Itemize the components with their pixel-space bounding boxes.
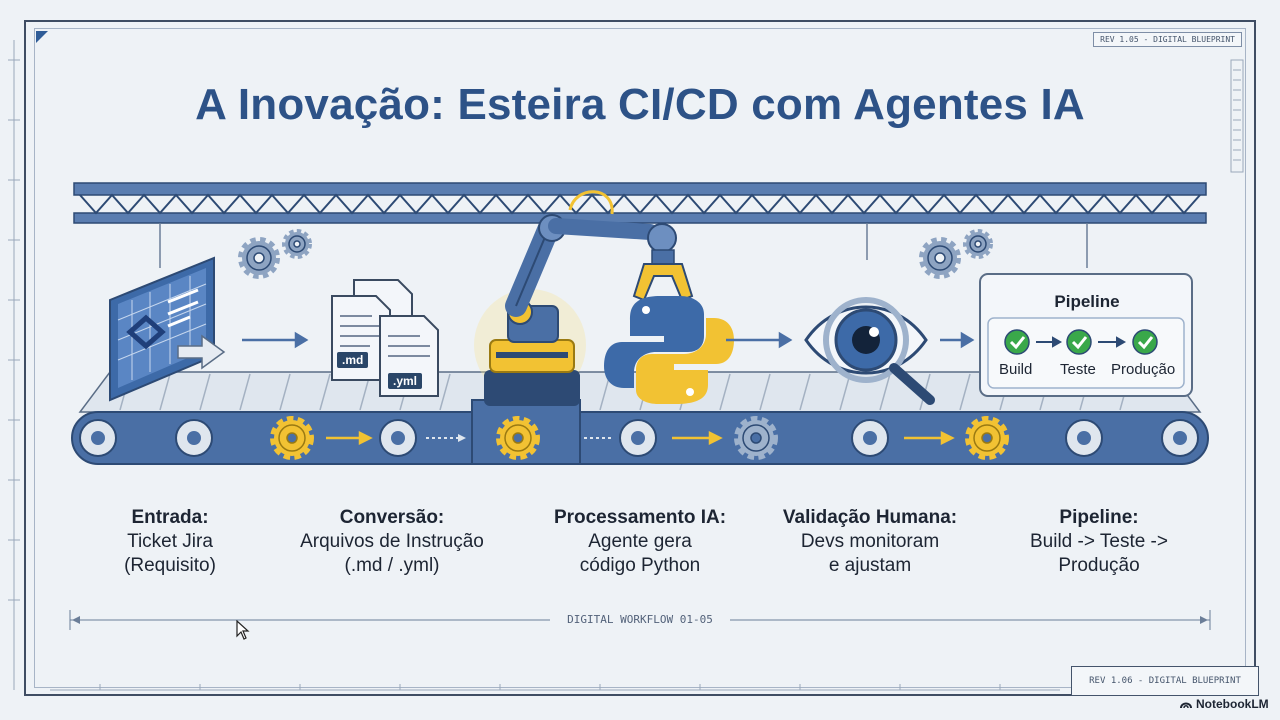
outer-frame <box>24 20 1256 696</box>
dotted-arrow <box>426 434 612 442</box>
stage-heading: Pipeline: <box>1059 507 1139 528</box>
stage-processamento: Processamento IA: Agente gera código Pyt… <box>525 506 755 578</box>
python-icon <box>604 296 734 404</box>
brand-badge: NotebookLM <box>1180 697 1269 711</box>
magnifier-icon <box>823 297 935 405</box>
gear-icon <box>919 229 993 279</box>
stage-validacao: Validação Humana: Devs monitoram e ajust… <box>755 506 985 578</box>
stage-heading: Validação Humana: <box>782 507 958 528</box>
stage-conversao: Conversão: Arquivos de Instrução (.md / … <box>277 506 507 578</box>
gear-icon <box>965 416 1009 460</box>
stage-pipeline: Pipeline: Build -> Teste -> Produção <box>984 506 1214 578</box>
ruler-bottom <box>50 684 1060 691</box>
stage-line: Ticket Jira <box>127 531 213 552</box>
stage-heading: Processamento IA: <box>553 507 727 528</box>
gear-icon <box>270 416 314 460</box>
pipeline-card <box>979 273 1193 397</box>
inner-frame <box>34 28 1246 688</box>
ruler-left <box>8 40 20 690</box>
stage-line: Produção <box>1058 555 1140 576</box>
stage-line: Build -> Teste -> <box>1029 531 1168 552</box>
md-file-tag: .md <box>337 352 369 368</box>
conveyor-belt <box>71 371 1209 465</box>
document-icon <box>331 279 439 397</box>
pipeline-step-teste: Teste <box>1060 361 1096 378</box>
arrow-right-icon <box>326 430 955 446</box>
stage-line: e ajustam <box>828 555 912 576</box>
pipeline-step-producao: Produção <box>1111 361 1176 378</box>
overhead-truss <box>73 182 1207 268</box>
stage-heading: Entrada: <box>131 507 209 528</box>
notebooklm-logo-icon <box>1180 702 1192 709</box>
revision-stamp-top: REV 1.05 - DIGITAL BLUEPRINT <box>1093 32 1242 47</box>
revision-stamp-bottom: REV 1.06 - DIGITAL BLUEPRINT <box>1071 666 1259 696</box>
stage-line: Arquivos de Instrução <box>300 531 484 552</box>
stage-line: Agente gera <box>588 531 692 552</box>
stage-line: (Requisito) <box>124 555 216 576</box>
check-icon <box>1132 329 1158 355</box>
check-icon <box>1066 329 1092 355</box>
stage-heading: Conversão: <box>339 507 445 528</box>
gear-icon <box>734 416 778 460</box>
stage-line: (.md / .yml) <box>344 555 440 576</box>
stage-line: código Python <box>579 555 701 576</box>
gear-icon <box>238 229 312 279</box>
corner-mark <box>36 31 48 43</box>
robot-arm-icon <box>471 190 694 465</box>
stage-line: Devs monitoram <box>800 531 940 552</box>
pipeline-step-build: Build <box>999 361 1033 378</box>
yml-file-tag: .yml <box>388 373 423 389</box>
workflow-label: DIGITAL WORKFLOW 01-05 <box>550 613 730 626</box>
stage-entrada: Entrada: Ticket Jira (Requisito) <box>55 506 285 578</box>
arrow-right-icon <box>242 331 975 349</box>
page-title: A Inovação: Esteira CI/CD com Agentes IA <box>195 80 1085 129</box>
ruler-right <box>1230 59 1244 173</box>
pipeline-card-title: Pipeline <box>1054 292 1120 311</box>
jira-icon <box>109 256 226 402</box>
brand-name: NotebookLM <box>1196 697 1269 711</box>
check-icon <box>1004 329 1030 355</box>
mouse-cursor-icon <box>236 620 250 640</box>
